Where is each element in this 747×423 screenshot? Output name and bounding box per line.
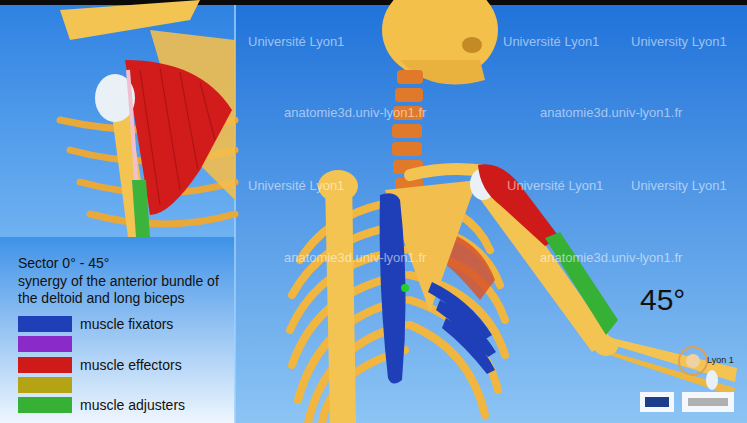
- watermark: anatomie3d.univ-lyon1.fr: [540, 105, 682, 120]
- watermark: University Lyon1: [631, 34, 727, 49]
- legend-swatch: [18, 377, 72, 393]
- watermark: Université Lyon1: [507, 178, 603, 193]
- legend-swatch: [18, 357, 72, 373]
- legend-swatch: [18, 316, 72, 332]
- legend-text: muscle adjusters: [80, 397, 185, 414]
- watermark: University Lyon1: [631, 178, 727, 193]
- legend-text: muscle effectors: [80, 357, 182, 374]
- watermark: anatomie3d.univ-lyon1.fr: [284, 105, 426, 120]
- angle-value: 45°: [640, 283, 685, 317]
- legend-swatch: [18, 336, 72, 352]
- watermark: Université Lyon1: [248, 178, 344, 193]
- sector-heading: Sector 0° - 45°: [18, 255, 109, 271]
- sector-description: synergy of the anterior bundle of the de…: [18, 273, 230, 307]
- watermark: anatomie3d.univ-lyon1.fr: [540, 250, 682, 265]
- legend-swatch: [18, 397, 72, 413]
- watermark: anatomie3d.univ-lyon1.fr: [284, 250, 426, 265]
- watermark: Université Lyon1: [503, 34, 599, 49]
- legend-text: muscle fixators: [80, 316, 173, 333]
- logo-text: Lyon 1: [707, 355, 734, 365]
- watermark: Université Lyon1: [248, 34, 344, 49]
